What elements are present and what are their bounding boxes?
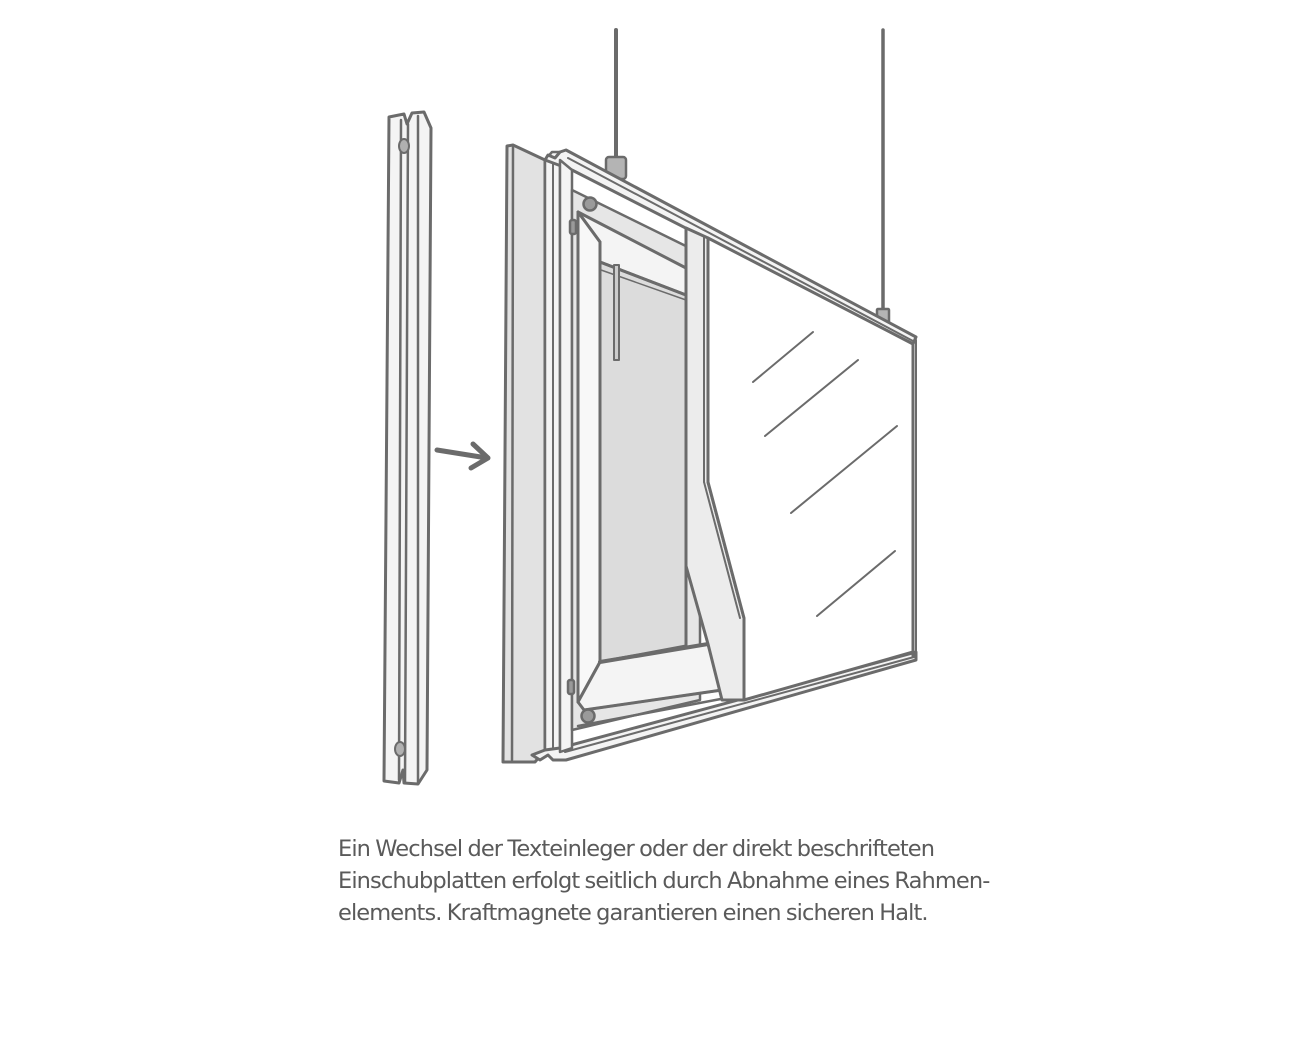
caption-line-3: elements. Kraftmagnete garantieren einen…	[338, 900, 929, 926]
side-rail[interactable]	[382, 110, 433, 786]
magnet-icon	[566, 678, 576, 696]
product-illustration	[382, 28, 918, 786]
magnets	[566, 196, 598, 724]
magnet-icon	[582, 196, 598, 212]
glass-reflection-icon	[752, 331, 898, 617]
magnet-icon	[580, 708, 596, 724]
glass-panel	[706, 236, 917, 702]
insert-arrow-icon	[434, 441, 491, 471]
caption-text: Ein Wechsel der Texteinleger oder der di…	[338, 833, 1058, 929]
magnet-icon	[568, 218, 578, 236]
insert-panel	[576, 210, 728, 728]
magnet-icon	[394, 741, 406, 757]
caption-line-2: Einschubplatten erfolgt seitlich durch A…	[338, 868, 990, 894]
caption-line-1: Ein Wechsel der Texteinleger oder der di…	[338, 836, 935, 862]
frame-left-profile	[501, 143, 562, 764]
panel-slot	[613, 264, 620, 361]
magnet-icon	[398, 138, 410, 154]
